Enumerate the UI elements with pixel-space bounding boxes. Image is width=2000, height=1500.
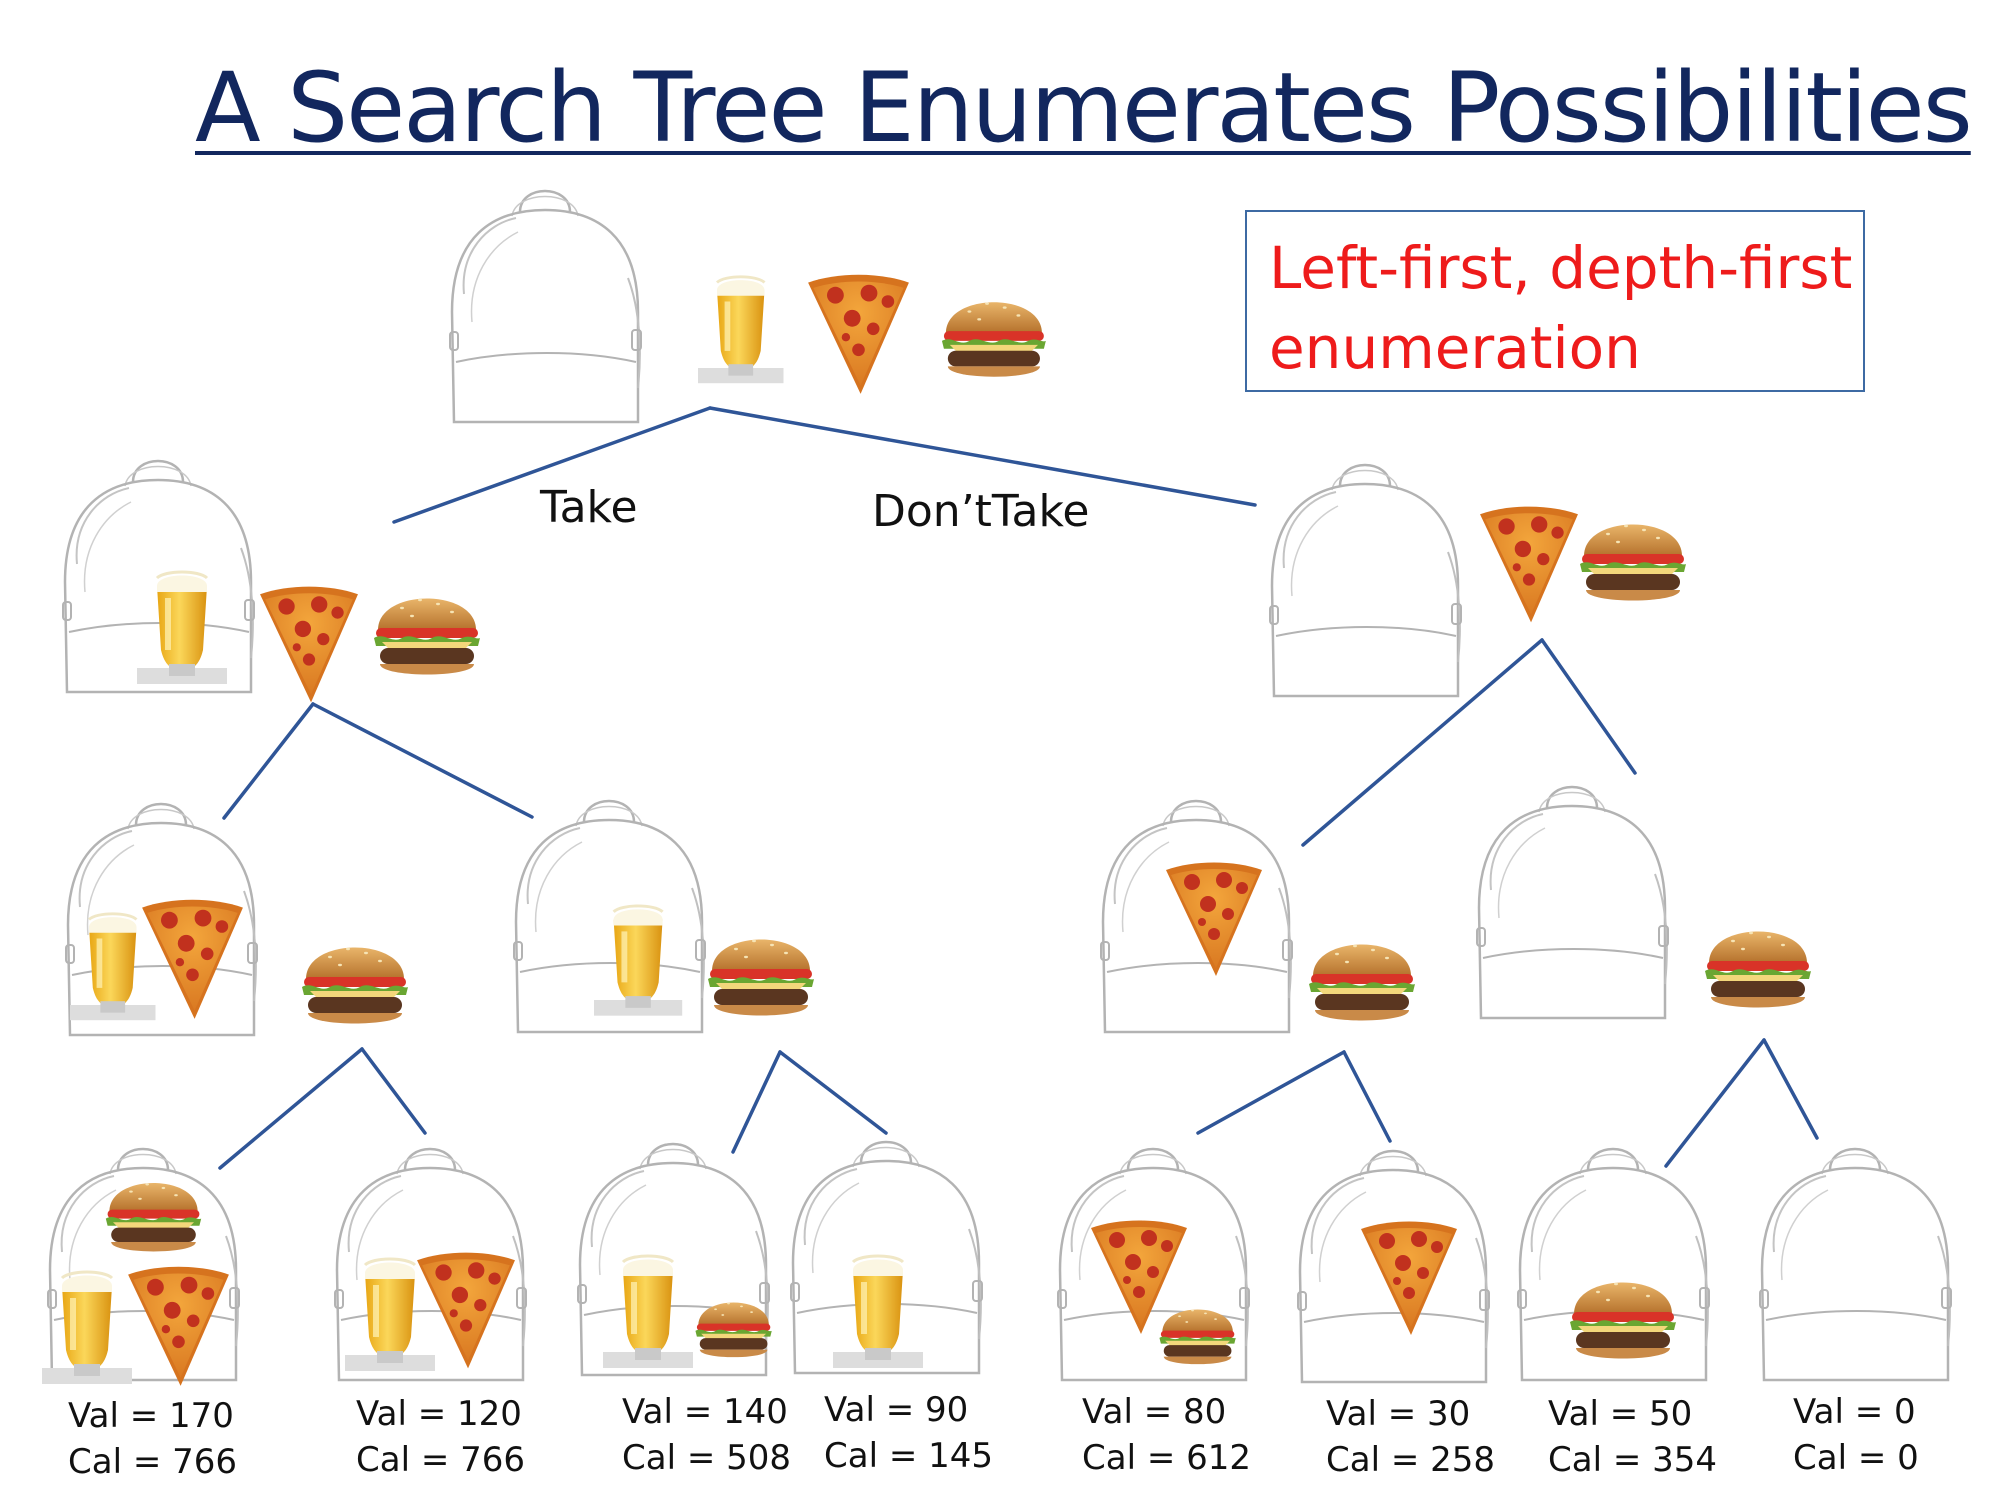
backpack-icon <box>1268 463 1463 698</box>
backpack-icon <box>1475 785 1670 1020</box>
tree-edges <box>218 406 1819 1170</box>
leaf-label-7: Val = 50 Cal = 354 <box>1548 1391 1717 1483</box>
backpack-icon <box>512 799 707 1034</box>
leaf-value: Val = 30 <box>1326 1394 1471 1434</box>
leaf-calories: Cal = 354 <box>1548 1440 1718 1480</box>
leaf-4 <box>789 1140 984 1375</box>
pizza-icon <box>260 586 358 703</box>
leaf-value: Val = 80 <box>1082 1392 1227 1432</box>
leaf-7 <box>1516 1147 1711 1382</box>
leaf-6 <box>1296 1149 1491 1384</box>
edge-bp-take <box>218 1047 364 1170</box>
edge-label-take: Take <box>540 482 638 533</box>
pizza-icon <box>1166 862 1262 976</box>
leaf-value: Val = 90 <box>824 1390 969 1430</box>
pizza-icon <box>142 899 243 1019</box>
burger-icon <box>1570 1282 1676 1359</box>
edge-skip-beer-skip <box>1540 638 1637 775</box>
edge-label-dont-take: Don’tTake <box>872 486 1090 537</box>
leaf-value: Val = 140 <box>622 1392 788 1432</box>
edge-p-skip <box>1342 1050 1392 1143</box>
leaf-value: Val = 50 <box>1548 1394 1693 1434</box>
edge-skip-beer-take <box>1301 638 1544 847</box>
burger-icon <box>695 1302 772 1358</box>
beer-icon <box>831 1254 925 1370</box>
leaf-label-1: Val = 170 Cal = 766 <box>68 1393 237 1485</box>
leaf-calories: Cal = 508 <box>622 1438 792 1478</box>
pizza-icon <box>128 1266 229 1386</box>
burger-icon <box>1309 944 1415 1021</box>
beer-icon <box>343 1257 437 1373</box>
edge-root-dont-take <box>708 406 1257 507</box>
pizza-icon <box>1480 506 1578 623</box>
leaf-label-6: Val = 30 Cal = 258 <box>1326 1391 1495 1483</box>
edge-n-skip <box>1762 1038 1819 1140</box>
note-line-1: Left-first, depth-first <box>1269 234 1853 302</box>
node-none <box>1475 785 1811 1020</box>
leaf-calories: Cal = 766 <box>68 1442 238 1482</box>
burger-icon <box>105 1183 202 1252</box>
node-root <box>448 189 1046 424</box>
burger-icon <box>1159 1309 1236 1365</box>
edge-n-take <box>1664 1038 1766 1168</box>
slide-title: A Search Tree Enumerates Possibilities <box>195 52 1973 164</box>
leaf-label-8: Val = 0 Cal = 0 <box>1793 1389 1919 1481</box>
node-beer-only <box>512 799 814 1034</box>
burger-icon <box>1705 931 1811 1008</box>
leaf-label-3: Val = 140 Cal = 508 <box>622 1389 791 1481</box>
leaf-value: Val = 170 <box>68 1396 234 1436</box>
backpack-icon <box>1758 1147 1953 1382</box>
leaf-value: Val = 0 <box>1793 1392 1916 1432</box>
note-box: Left-first, depth-first enumeration <box>1245 210 1865 392</box>
leaf-3 <box>576 1142 772 1377</box>
leaf-calories: Cal = 766 <box>356 1440 526 1480</box>
node-pizza-only <box>1099 799 1415 1034</box>
backpack-icon <box>448 189 643 424</box>
edge-take-beer-skip <box>311 702 534 819</box>
burger-icon <box>302 947 408 1024</box>
leaf-1 <box>40 1147 241 1386</box>
burger-icon <box>708 939 814 1016</box>
beer-icon <box>40 1270 134 1386</box>
node-skip-beer <box>1268 463 1686 698</box>
leaf-calories: Cal = 612 <box>1082 1438 1252 1478</box>
edge-root-take <box>392 406 712 524</box>
leaf-5 <box>1056 1147 1251 1382</box>
node-take-beer <box>61 459 480 703</box>
burger-icon <box>374 598 480 675</box>
node-beer-pizza <box>64 802 408 1037</box>
pizza-icon <box>808 274 909 394</box>
leaf-calories: Cal = 0 <box>1793 1438 1919 1478</box>
edge-bp-skip <box>360 1047 427 1135</box>
beer-icon <box>696 275 785 385</box>
beer-icon <box>601 1254 695 1370</box>
leaf-label-5: Val = 80 Cal = 612 <box>1082 1389 1251 1481</box>
burger-icon <box>941 302 1046 377</box>
leaf-8 <box>1758 1147 1953 1382</box>
leaf-calories: Cal = 258 <box>1326 1440 1496 1480</box>
leaf-2 <box>333 1147 528 1382</box>
pizza-icon <box>1361 1221 1457 1335</box>
leaf-label-4: Val = 90 Cal = 145 <box>824 1387 993 1479</box>
beer-icon <box>135 570 229 686</box>
burger-icon <box>1580 524 1686 601</box>
note-line-2: enumeration <box>1269 314 1641 382</box>
leaf-label-2: Val = 120 Cal = 766 <box>356 1391 525 1483</box>
leaf-calories: Cal = 145 <box>824 1436 994 1476</box>
edge-p-take <box>1196 1050 1346 1135</box>
edge-b-skip <box>778 1050 888 1135</box>
beer-icon <box>592 904 684 1018</box>
leaf-value: Val = 120 <box>356 1394 522 1434</box>
edge-b-take <box>731 1050 782 1154</box>
edge-take-beer-take <box>222 702 315 820</box>
